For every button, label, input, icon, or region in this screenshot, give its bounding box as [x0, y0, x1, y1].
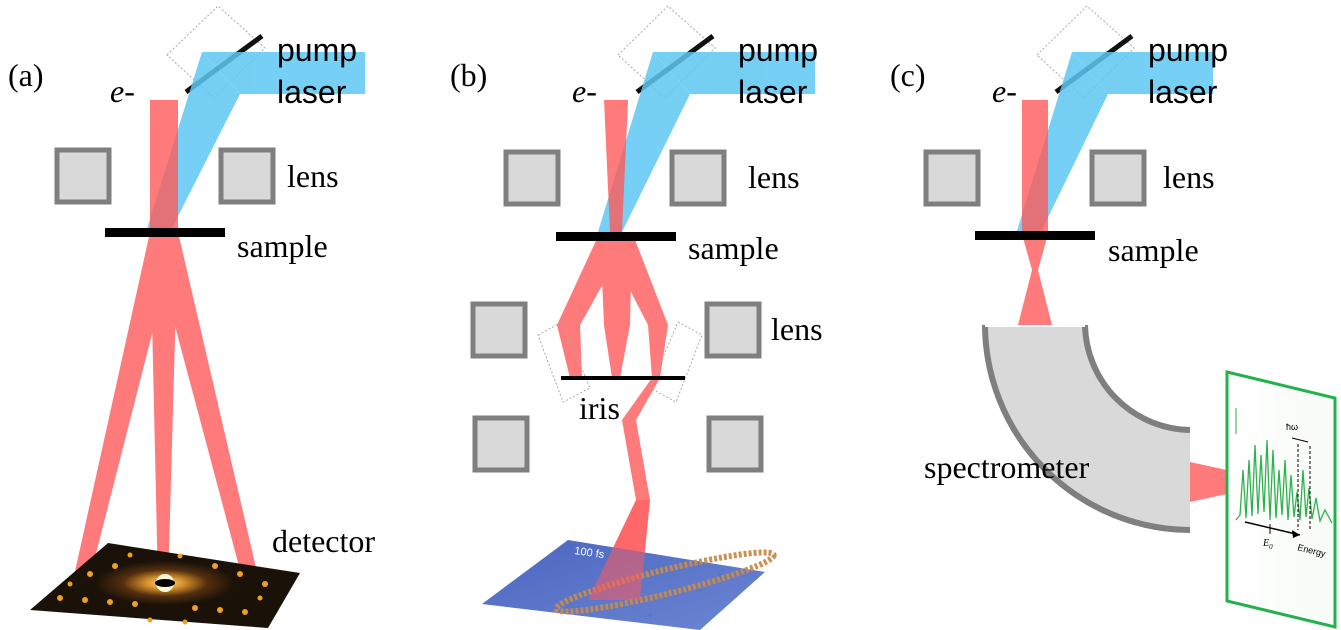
- lens-icon: [54, 147, 112, 205]
- sample-plate: [975, 231, 1095, 240]
- sample-label: sample: [688, 230, 779, 266]
- pump-label-line1: pump: [738, 32, 818, 68]
- electron-label: e: [110, 73, 124, 109]
- spectrometer-label: spectrometer: [924, 449, 1090, 485]
- electron-label: e: [992, 73, 1006, 109]
- pump-label-line2: laser: [277, 74, 347, 110]
- sample-plate: [105, 228, 225, 237]
- detector-label: detector: [272, 523, 375, 559]
- sample-label: sample: [237, 228, 328, 264]
- spectrum-hw-label: ħω: [1286, 422, 1298, 432]
- electron-label-suffix: -: [1006, 73, 1017, 109]
- pump-label-line1: pump: [277, 32, 357, 68]
- pump-label-line1: pump: [1148, 32, 1228, 68]
- lens-icon: [704, 301, 762, 359]
- electron-beam: [557, 100, 668, 600]
- pump-label-line2: laser: [738, 74, 808, 110]
- lens-label: lens: [748, 159, 800, 195]
- electron-label-suffix: -: [124, 73, 135, 109]
- electron-label: e: [572, 73, 586, 109]
- lens-icon: [923, 149, 981, 207]
- spectrometer-icon: [982, 324, 1191, 533]
- svg-text:e-: e-: [572, 73, 597, 109]
- lens-icon: [470, 301, 528, 359]
- lens-icon: [472, 415, 530, 473]
- panel-c: (c): [890, 5, 1337, 629]
- lens-icon: [706, 415, 764, 473]
- sample-label: sample: [1108, 232, 1199, 268]
- iris-plate: [561, 376, 685, 380]
- iris-label: iris: [579, 390, 620, 426]
- spectrum-e0-label: E: [1262, 538, 1269, 549]
- panel-c-tag: (c): [890, 57, 926, 93]
- detector-icon: [30, 543, 300, 628]
- electron-label-suffix: -: [586, 73, 597, 109]
- lens-icon: [503, 149, 561, 207]
- lens-label: lens: [1163, 159, 1215, 195]
- panel-b: (b): [450, 5, 823, 630]
- panel-a-tag: (a): [8, 57, 44, 93]
- electron-beam: [1018, 100, 1052, 325]
- electron-beam: [72, 100, 260, 585]
- image-time-label: 100 fs: [574, 545, 606, 561]
- svg-text:E0: E0: [1262, 538, 1273, 551]
- pump-label-line2: laser: [1148, 74, 1218, 110]
- panel-b-tag: (b): [450, 57, 487, 93]
- svg-text:e-: e-: [110, 73, 135, 109]
- lens-icon: [1089, 149, 1147, 207]
- lens-icon: [218, 147, 276, 205]
- spectrum-e0-sub: 0: [1269, 543, 1273, 551]
- lens-icon: [669, 149, 727, 207]
- svg-text:e-: e-: [992, 73, 1017, 109]
- lens-label: lens: [771, 311, 823, 347]
- panel-a: (a): [8, 5, 375, 628]
- spectrum-plot: ħω E0 Energy: [1225, 370, 1337, 629]
- lens-label: lens: [287, 158, 339, 194]
- sample-plate: [556, 232, 676, 241]
